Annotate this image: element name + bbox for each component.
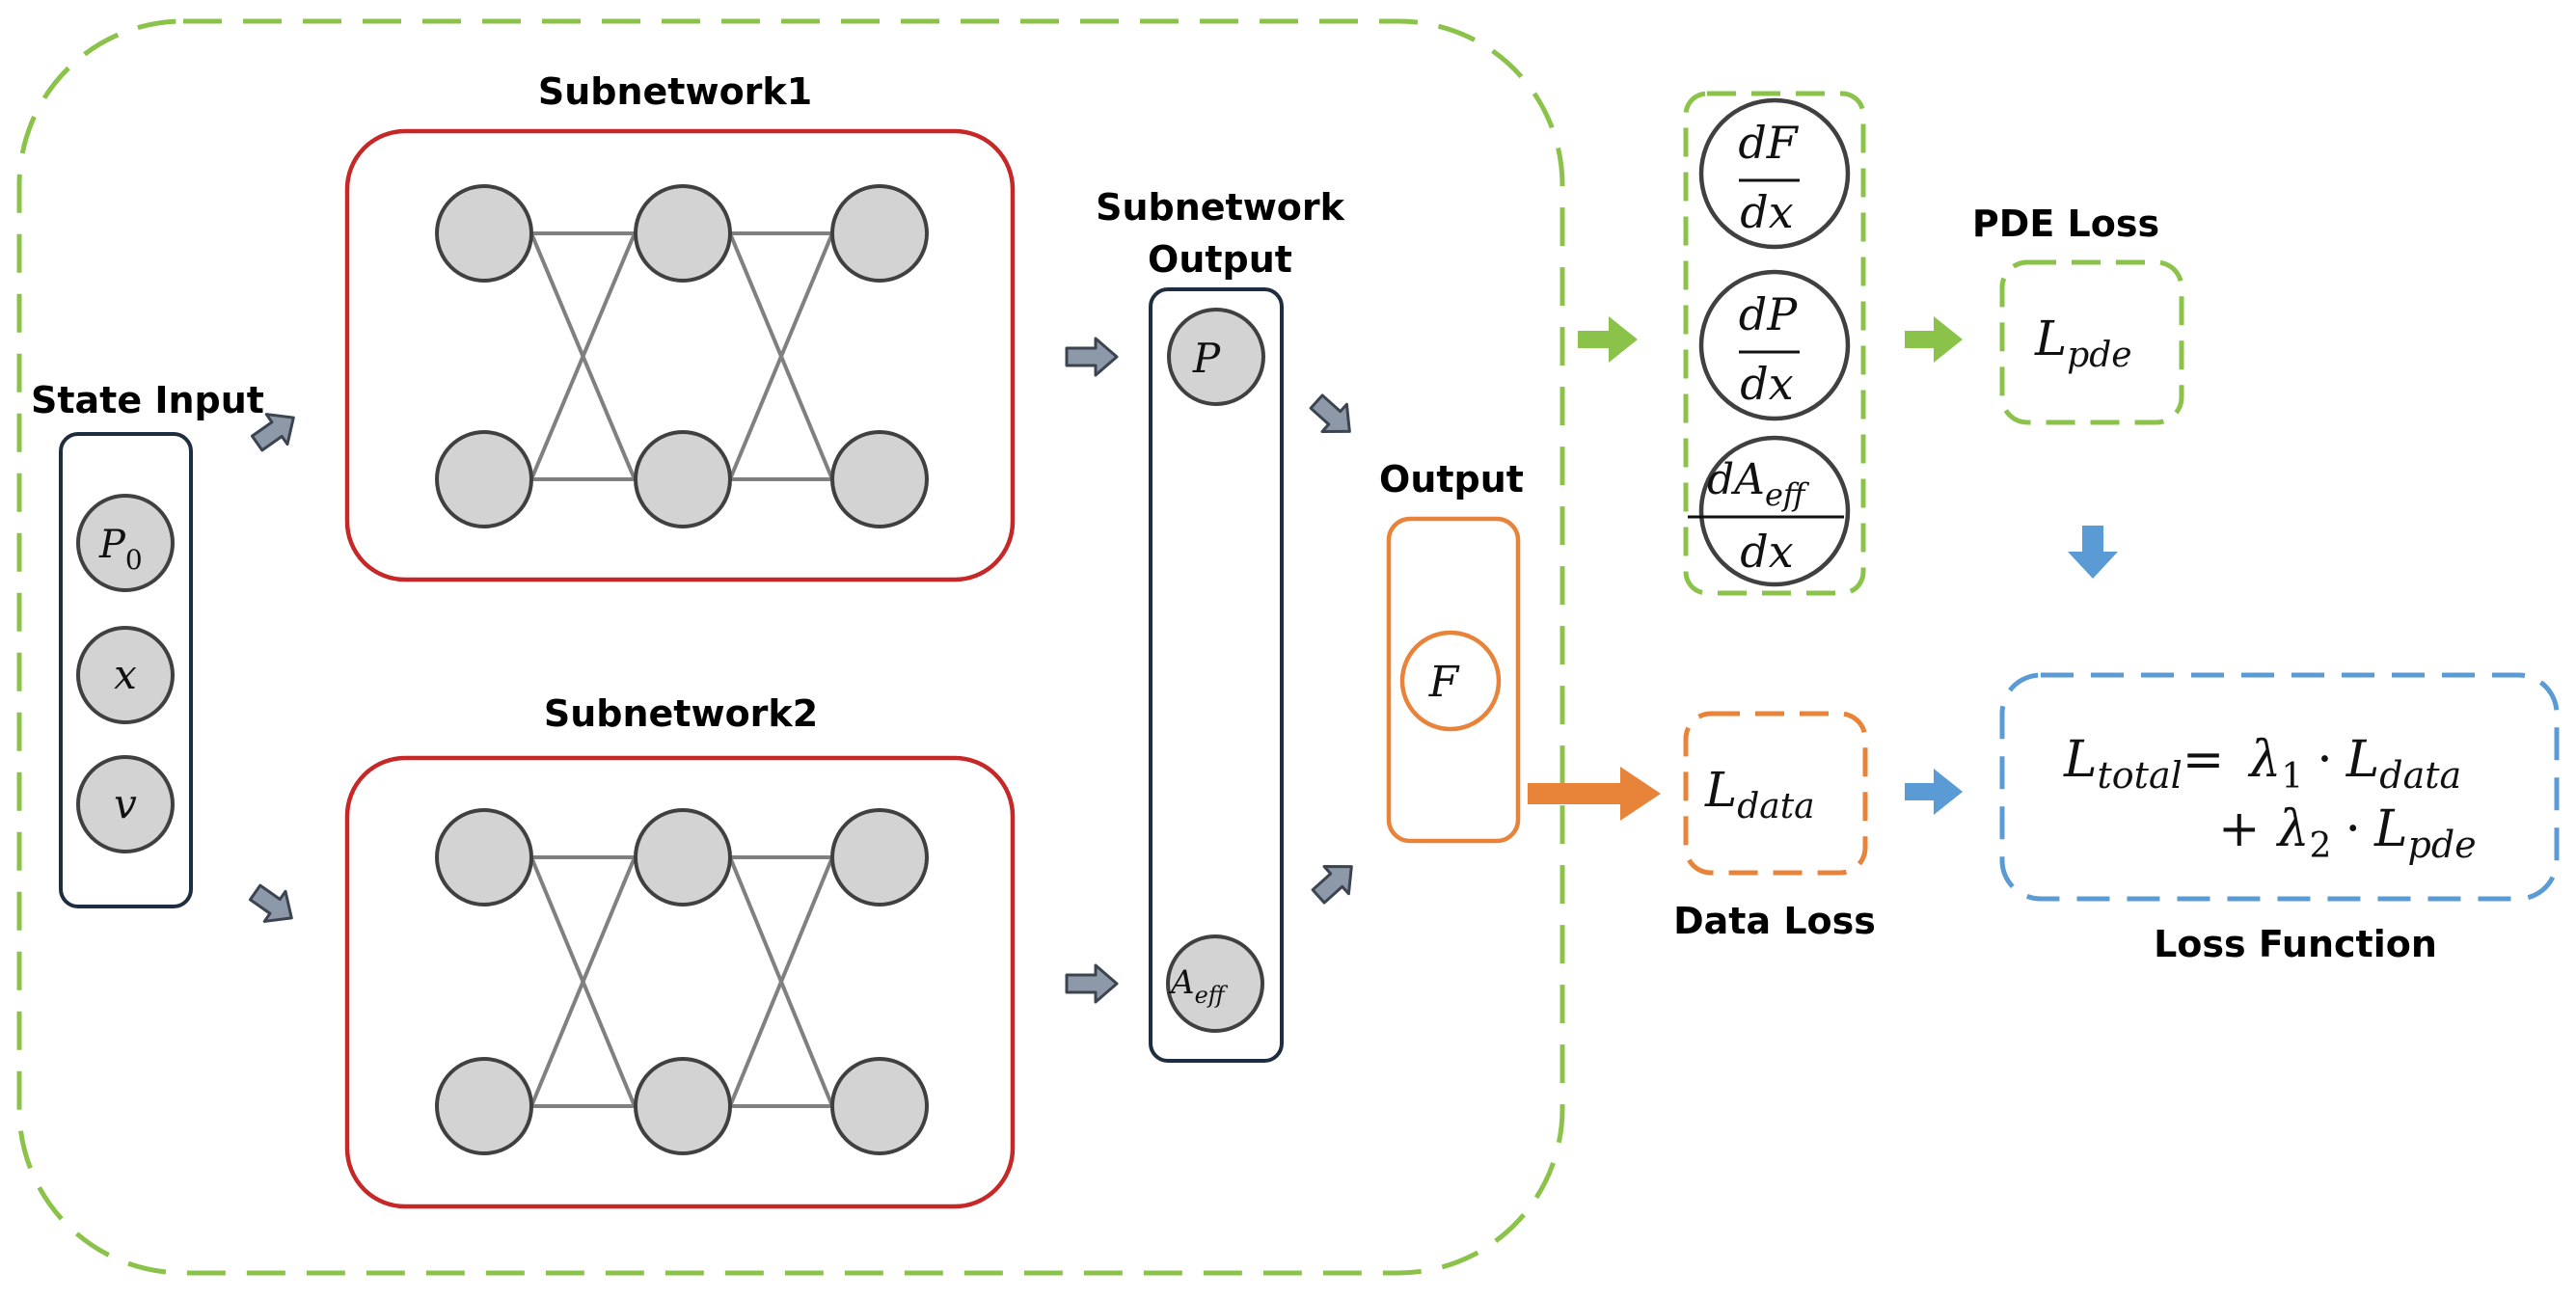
daeff-denominator: dx (1740, 526, 1793, 578)
s1-node-l2-top (634, 184, 732, 283)
daeff-numerator-sub: eff (1765, 476, 1810, 513)
s2-node-l2-bottom (634, 1057, 732, 1155)
model-to-derivatives-arrow (1578, 316, 1638, 363)
s2-node-l2-top (634, 808, 732, 907)
subnetwork-output-label-line1: Subnetwork (1096, 186, 1345, 229)
s1-node-l2-bottom (634, 430, 732, 528)
state-input-label: State Input (31, 379, 264, 421)
pde-loss-base: L (2034, 311, 2067, 366)
s2-node-l1-bottom (435, 1057, 533, 1155)
aeff-to-f-arrow (1311, 865, 1353, 905)
dp-numerator: dP (1739, 288, 1798, 340)
input-node-x: x (76, 626, 175, 724)
s2-node-l3-top (830, 808, 929, 907)
s1-node-l3-bottom (830, 430, 929, 528)
output-aeff-base: A (1168, 963, 1195, 1002)
input-x-label: x (114, 651, 137, 698)
output-f-label: F (1428, 658, 1460, 707)
input-v-label: v (114, 780, 137, 827)
subnetwork1-label: Subnetwork1 (538, 70, 812, 113)
output-node-aeff: Aeff (1166, 934, 1264, 1033)
subnetwork2-nodes (435, 808, 929, 1155)
f-to-data-loss-arrow (1528, 767, 1661, 821)
subnetwork2-label: Subnetwork2 (544, 692, 818, 735)
df-numerator: dF (1738, 117, 1799, 169)
data-loss-label: Data Loss (1673, 900, 1876, 942)
output-aeff-sub: eff (1195, 982, 1229, 1009)
output-label: Output (1379, 458, 1524, 501)
subnet1-to-output-arrow (1065, 337, 1119, 377)
svg-text:dAeff: dAeff (1707, 455, 1810, 513)
pde-loss-box (1999, 259, 2184, 425)
daeff-numerator-base: dA (1707, 455, 1765, 504)
input-node-v: v (76, 755, 175, 853)
output-node-f: F (1399, 630, 1502, 732)
pde-loss-to-total-arrow (2068, 526, 2118, 579)
s2-node-l1-top (435, 808, 533, 907)
data-loss-sub: data (1737, 787, 1814, 826)
model-container (16, 18, 1565, 1276)
input-p0-sub: 0 (125, 544, 143, 576)
dp-denominator: dx (1740, 358, 1793, 410)
data-loss-box (1683, 711, 1868, 876)
subnetwork2-edges (529, 855, 834, 1108)
derivative-dp-dx: dP dx (1698, 269, 1851, 421)
s2-node-l3-bottom (830, 1057, 929, 1155)
derivative-daeff-dx: dAeff dx (1688, 435, 1851, 587)
svg-text:Aeff: Aeff (1168, 963, 1229, 1009)
subnetwork-output-label-line2: Output (1148, 238, 1292, 281)
output-node-p: P (1167, 308, 1265, 406)
derivatives-to-pde-loss-arrow (1905, 316, 1963, 363)
loss-function-box (1999, 672, 2560, 902)
derivatives-box (1683, 91, 1866, 596)
output-p-label: P (1192, 335, 1221, 382)
input-p0-base: P (98, 523, 126, 567)
loss-function-label: Loss Function (2154, 923, 2437, 965)
subnetwork1-edges (529, 231, 834, 481)
svg-text:Lpde: Lpde (2034, 311, 2132, 375)
subnetwork1-box (344, 128, 1016, 582)
subnetwork-output-box (1149, 287, 1284, 1063)
svg-text:P0: P0 (98, 523, 143, 576)
data-loss-to-total-arrow (1905, 769, 1963, 815)
loss-equation-line1: Ltotal=λ1·Ldata (2063, 731, 2461, 797)
derivative-df-dx: dF dx (1698, 97, 1851, 250)
state-input-box (59, 432, 193, 908)
input-node-p0: P0 (76, 494, 175, 592)
svg-text:Ldata: Ldata (1704, 762, 1815, 826)
input-to-subnet1-arrow (250, 413, 295, 452)
data-loss-base: L (1704, 762, 1737, 818)
s1-node-l1-bottom (435, 430, 533, 528)
loss-equation-line2: +λ2·Lpde (2218, 800, 2477, 866)
subnet2-to-output-arrow (1065, 963, 1119, 1004)
df-denominator: dx (1740, 186, 1793, 238)
p-to-f-arrow (1309, 393, 1351, 433)
s1-node-l1-top (435, 184, 533, 283)
pde-loss-label: PDE Loss (1972, 203, 2159, 245)
input-to-subnet2-arrow (248, 883, 293, 923)
subnetwork2-box (344, 755, 1016, 1209)
subnetwork1-nodes (435, 184, 929, 528)
pde-loss-sub: pde (2067, 336, 2131, 375)
output-box (1386, 516, 1521, 844)
s1-node-l3-top (830, 184, 929, 283)
